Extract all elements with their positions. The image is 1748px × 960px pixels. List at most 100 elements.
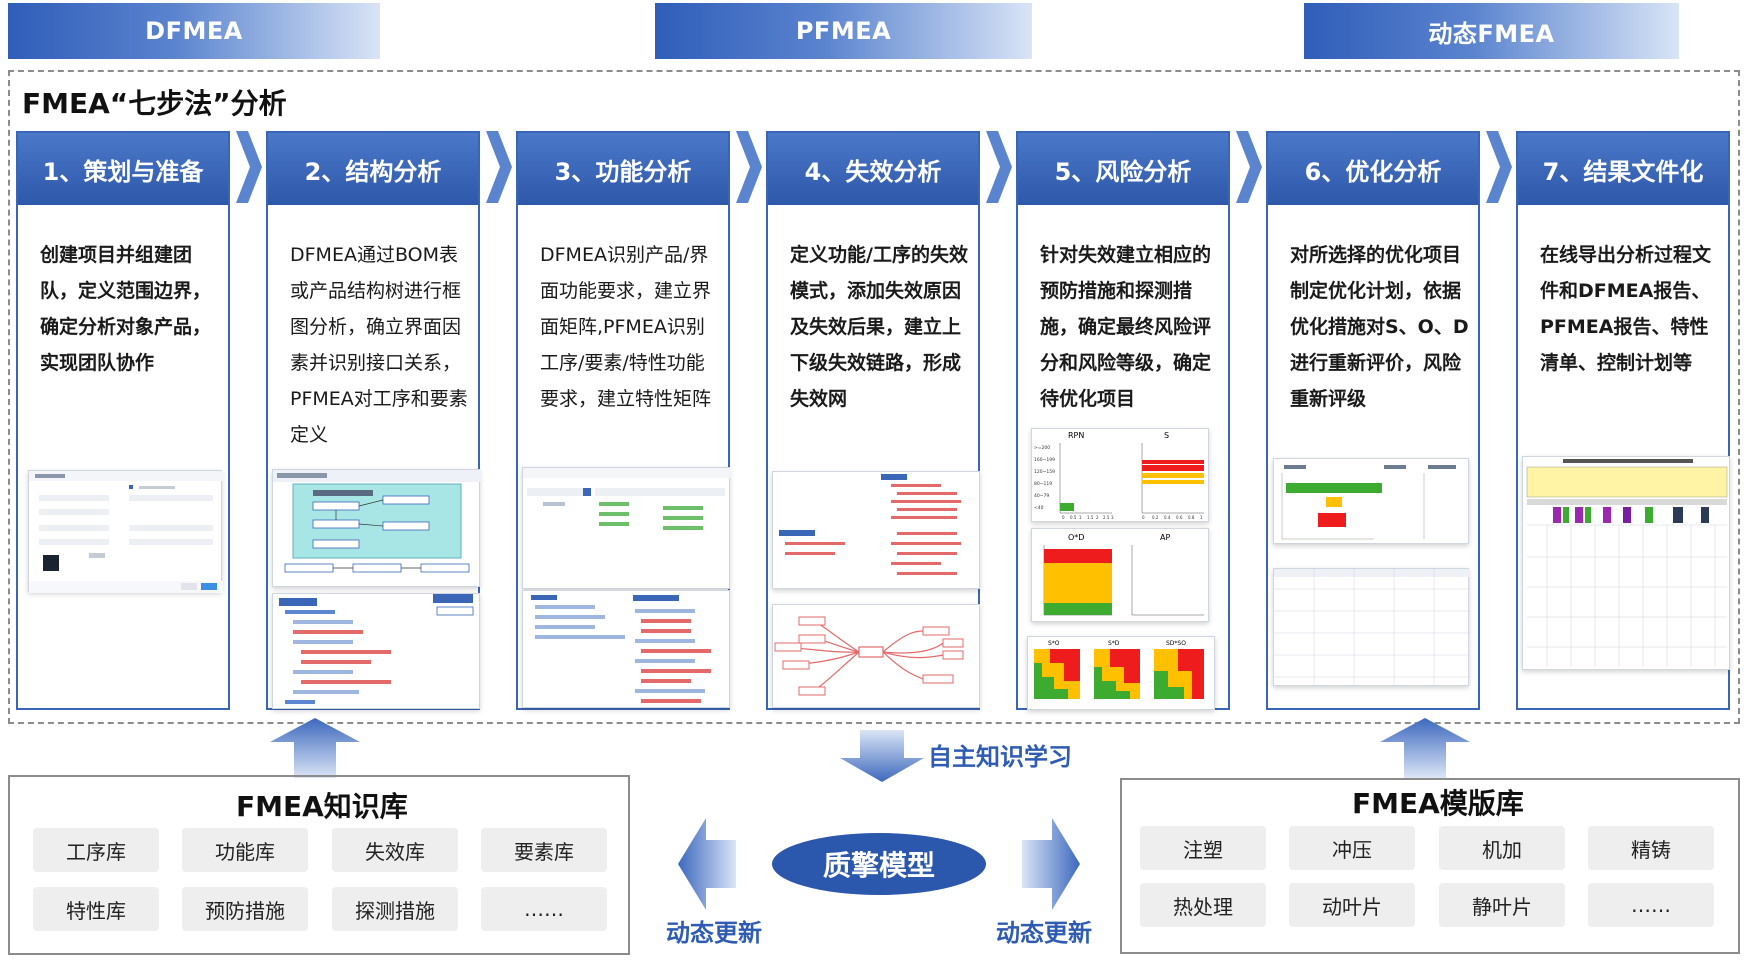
ap-bar: [1318, 513, 1346, 527]
ap-bar: [1326, 497, 1342, 507]
s-chart-title: S: [1164, 431, 1169, 440]
s-tick: 0.6: [1176, 515, 1183, 520]
kb-item[interactable]: 要素库: [481, 828, 607, 872]
learning-down-arrow-icon: [840, 730, 924, 782]
knowledge-base-title: FMEA知识库: [236, 790, 408, 823]
template-item[interactable]: ……: [1588, 883, 1714, 927]
s-tick: 0.4: [1164, 515, 1171, 520]
rpn-bar: [1060, 503, 1074, 511]
step-5-column: 5、风险分析 针对失效建立相应的预防措施和探测措施，确定最终风险评分和风险等级，…: [1016, 131, 1230, 710]
left-update-label: 动态更新: [666, 919, 762, 947]
failure-network-thumbnail: [772, 604, 980, 708]
template-item[interactable]: 冲压: [1289, 826, 1415, 870]
project-form-thumbnail: [28, 470, 223, 593]
x-tick: 2.5: [1103, 515, 1110, 520]
s-tick: 0.2: [1152, 515, 1159, 520]
od-band-yellow: [1044, 563, 1112, 603]
template-library-panel: [1120, 778, 1740, 954]
tab-dynamic-fmea[interactable]: 动态FMEA: [1304, 3, 1679, 59]
ap-chart-title: AP: [1160, 533, 1170, 542]
tab-pfmea[interactable]: PFMEA: [655, 3, 1032, 59]
step-2-title: 2、结构分析: [268, 133, 478, 205]
structure-diagram-thumbnail: [272, 469, 481, 587]
template-library-title: FMEA模版库: [1352, 787, 1524, 820]
sdso-chart-title: SD*SO: [1166, 640, 1186, 647]
left-update-arrow-icon: [678, 818, 736, 910]
kb-item[interactable]: 工序库: [33, 828, 159, 872]
s-tick: 1: [1200, 515, 1203, 520]
x-tick: 0.5: [1070, 515, 1077, 520]
step-4-title: 4、失效分析: [768, 133, 978, 205]
chevron-3-icon: [736, 131, 762, 203]
report-header-cells: [1553, 507, 1709, 523]
chevron-6-icon: [1486, 131, 1512, 203]
rpn-tick: 80~119: [1034, 481, 1052, 487]
so-chart-title: S*O: [1048, 640, 1060, 647]
x-tick: 1: [1079, 515, 1082, 520]
template-up-arrow-icon: [1380, 718, 1470, 778]
s-bar: [1142, 480, 1204, 484]
sdso-matrix: [1154, 649, 1204, 699]
optimization-table-thumbnail: [1273, 568, 1470, 687]
failure-tree-thumbnail: [772, 471, 980, 589]
od-band-red: [1044, 549, 1112, 563]
core-model[interactable]: 质擎模型: [772, 833, 986, 895]
step-4-desc: 定义功能/工序的失效模式，添加失效原因及失效后果，建立上下级失效链路，形成失效网: [790, 244, 968, 410]
kb-item[interactable]: 功能库: [182, 828, 308, 872]
step-2-desc: DFMEA通过BOM表或产品结构树进行框图分析，确立界面因素并识别接口关系，PF…: [290, 244, 468, 446]
right-update-label: 动态更新: [996, 919, 1092, 947]
kb-item[interactable]: ……: [481, 887, 607, 931]
kb-item[interactable]: 预防措施: [182, 887, 308, 931]
s-bar: [1142, 460, 1204, 464]
rpn-tick: 40~79: [1034, 493, 1049, 499]
x-tick: 2: [1096, 515, 1099, 520]
step-6-desc: 对所选择的优化项目制定优化计划，依据优化措施对S、O、D进行重新评价，风险重新评…: [1290, 244, 1469, 410]
template-item[interactable]: 机加: [1439, 826, 1565, 870]
rpn-chart-title: RPN: [1068, 431, 1084, 440]
s-bar: [1142, 465, 1204, 471]
od-chart-title: O*D: [1068, 533, 1084, 542]
template-item[interactable]: 精铸: [1588, 826, 1714, 870]
knowledge-up-arrow-icon: [270, 718, 360, 778]
chevron-1-icon: [236, 131, 262, 203]
step-1-column: 1、策划与准备 创建项目并组建团队，定义范围边界，确定分析对象产品，实现团队协作: [16, 131, 230, 710]
kb-item[interactable]: 失效库: [332, 828, 458, 872]
s-bar: [1142, 473, 1204, 478]
kb-item[interactable]: 特性库: [33, 887, 159, 931]
template-item[interactable]: 动叶片: [1289, 883, 1415, 927]
chevron-5-icon: [1236, 131, 1262, 203]
rpn-tick: 160~199: [1034, 457, 1055, 463]
process-tree-thumbnail: [272, 593, 480, 709]
chevron-2-icon: [486, 131, 512, 203]
template-item[interactable]: 静叶片: [1439, 883, 1565, 927]
template-item[interactable]: 热处理: [1140, 883, 1266, 927]
s-tick: 0: [1142, 515, 1145, 520]
sd-chart-title: S*D: [1108, 640, 1120, 647]
step-1-desc: 创建项目并组建团队，定义范围边界，确定分析对象产品，实现团队协作: [40, 244, 212, 374]
rpn-tick: >=200: [1034, 445, 1050, 451]
ap-bar: [1286, 483, 1382, 493]
characteristic-tree-thumbnail: [522, 590, 730, 708]
step-7-desc: 在线导出分析过程文件和DFMEA报告、PFMEA报告、特性清单、控制计划等: [1540, 244, 1712, 374]
right-update-arrow-icon: [1022, 818, 1080, 910]
template-item[interactable]: 注塑: [1140, 826, 1266, 870]
rpn-tick: 120~159: [1034, 469, 1055, 475]
step-5-title: 5、风险分析: [1018, 133, 1228, 205]
s-tick: 0.8: [1188, 515, 1195, 520]
step-7-title: 7、结果文件化: [1518, 133, 1728, 205]
x-tick: 0: [1062, 515, 1065, 520]
optimization-chart-thumbnail: [1273, 458, 1469, 544]
kb-item[interactable]: 探测措施: [332, 887, 458, 931]
step-6-title: 6、优化分析: [1268, 133, 1478, 205]
tab-dfmea[interactable]: DFMEA: [8, 3, 380, 59]
function-matrix-thumbnail: [522, 467, 731, 589]
learning-label: 自主知识学习: [928, 743, 1072, 771]
rpn-tick: <40: [1034, 505, 1044, 511]
so-matrix: [1034, 649, 1080, 699]
chevron-4-icon: [986, 131, 1012, 203]
step-3-desc: DFMEA识别产品/界面功能要求，建立界面矩阵,PFMEA识别工序/要素/特性功…: [540, 244, 712, 410]
seven-step-frame: [8, 70, 1740, 724]
report-table-thumbnail: [1522, 456, 1730, 670]
rpn-s-chart: RPN S >=200 160~199 120~159 80~119 40~79…: [1031, 428, 1209, 522]
step-5-desc: 针对失效建立相应的预防措施和探测措施，确定最终风险评分和风险等级，确定待优化项目: [1040, 244, 1212, 410]
